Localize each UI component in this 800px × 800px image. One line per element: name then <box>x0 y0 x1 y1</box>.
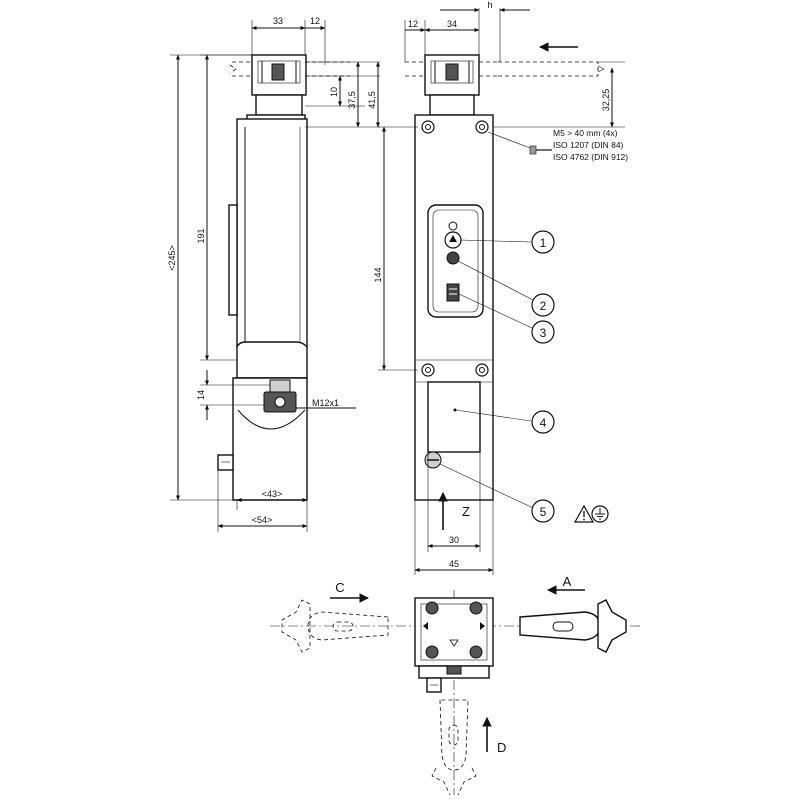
callout-4: 4 <box>540 416 547 430</box>
lower-cover <box>427 381 481 453</box>
label-c: C <box>335 580 344 595</box>
dim-depth-43: <43> <box>262 489 283 499</box>
label-d: D <box>497 740 506 755</box>
dim-approach-h: h <box>487 0 492 10</box>
dim-connector-offset: 14 <box>196 390 206 400</box>
dim-body-height: 191 <box>196 228 206 243</box>
dim-total-height: <245> <box>167 245 177 271</box>
dim-head-offset-right: 12 <box>408 19 418 29</box>
dim-width-30: 30 <box>449 535 459 545</box>
dim-depth-54: <54> <box>252 515 273 525</box>
dim-connector-thread: M12x1 <box>312 398 339 408</box>
warning-triangle-icon <box>573 504 595 523</box>
dim-41-5: 41,5 <box>367 91 377 109</box>
screw-note-3: ISO 4762 (DIN 912) <box>553 152 628 162</box>
dim-37-5: 37,5 <box>347 91 357 109</box>
status-display-icon <box>446 283 460 302</box>
front-view: M5 > 40 mm (4x) ISO 1207 (DIN 84) ISO 47… <box>373 0 628 575</box>
screw-note-1: M5 > 40 mm (4x) <box>553 128 618 138</box>
callout-5: 5 <box>540 505 547 519</box>
top-view: A C D <box>270 574 640 796</box>
callout-2: 2 <box>540 299 547 313</box>
callout-3: 3 <box>540 326 547 340</box>
callout-1: 1 <box>540 236 547 250</box>
dim-head-offset-left: 12 <box>310 16 320 26</box>
actuator-right <box>519 599 627 653</box>
dim-hole-spacing: 144 <box>373 267 383 282</box>
ground-symbol-icon <box>591 505 609 523</box>
label-z: Z <box>462 504 470 519</box>
screw-note-2: ISO 1207 (DIN 84) <box>553 140 624 150</box>
dim-10: 10 <box>329 87 339 97</box>
led-indicator-icon <box>446 251 460 265</box>
dim-head-width: 33 <box>273 16 283 26</box>
actuator-bottom-dashed <box>431 699 477 796</box>
screw-icon <box>487 131 552 155</box>
side-body <box>236 118 308 348</box>
dim-head-width-front: 34 <box>447 19 457 29</box>
dim-width-45: 45 <box>449 559 459 569</box>
actuator-left-dashed <box>281 599 389 653</box>
dim-32-25: 32,25 <box>601 89 611 112</box>
label-a: A <box>563 574 572 589</box>
callouts: 1 2 3 4 5 <box>439 230 609 523</box>
side-view: <245> 191 14 M12x1 33 12 10 37,5 41,5 <box>167 16 380 532</box>
